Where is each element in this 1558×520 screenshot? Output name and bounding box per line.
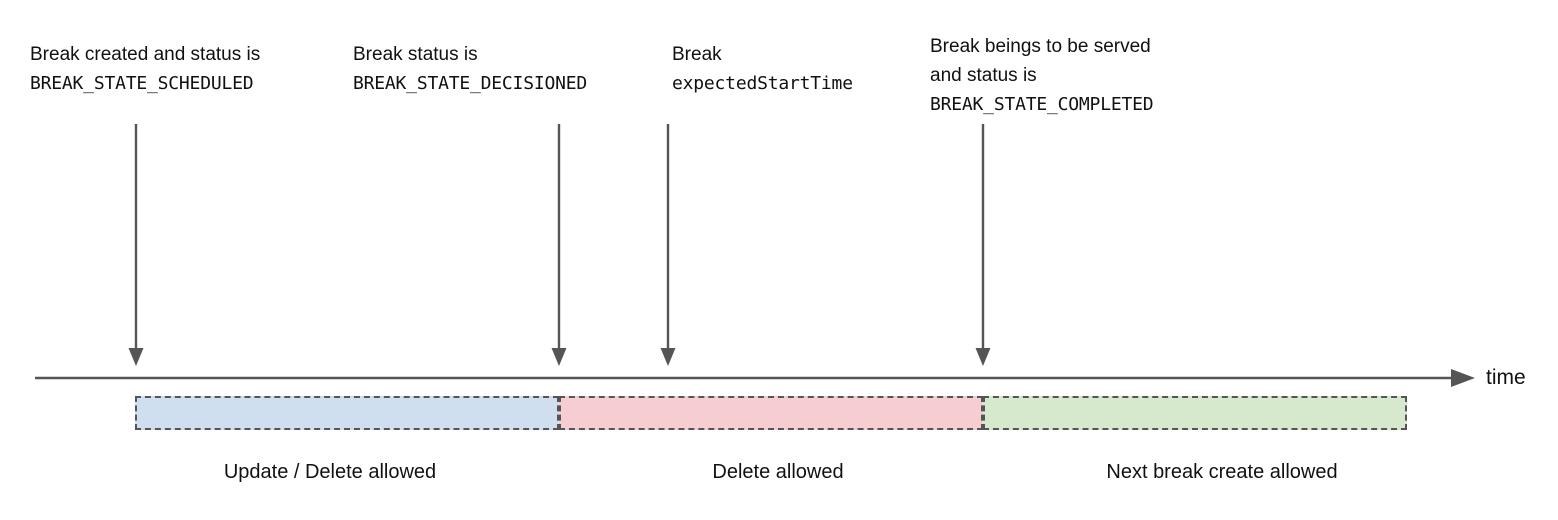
annotation-line-code: BREAK_STATE_COMPLETED — [930, 94, 1154, 115]
phase-bar-next-break-create-allowed — [983, 396, 1407, 430]
phase-bar-update-delete-allowed — [135, 396, 559, 430]
annotation-line: Break beings to be served — [930, 36, 1151, 57]
annotation-line: and status is — [930, 65, 1037, 86]
phase-bar-delete-allowed — [559, 396, 983, 430]
annotation-expected-start-time: Break expectedStartTime — [672, 40, 853, 98]
pointer-arrow-scheduled — [127, 124, 145, 366]
annotation-decisioned: Break status is BREAK_STATE_DECISIONED — [353, 40, 587, 98]
phase-caption-delete-allowed: Delete allowed — [712, 461, 844, 483]
annotation-line-code: BREAK_STATE_DECISIONED — [353, 73, 588, 94]
annotation-scheduled: Break created and status is BREAK_STATE_… — [30, 40, 260, 98]
pointer-arrow-decisioned — [550, 124, 568, 366]
time-axis-label: time — [1486, 366, 1526, 389]
annotation-line: Break created and status is — [30, 44, 261, 65]
phase-caption-update-delete-allowed: Update / Delete allowed — [223, 461, 437, 483]
annotation-line-code: expectedStartTime — [672, 73, 853, 94]
pointer-arrow-expected-start-time — [659, 124, 677, 366]
annotation-line-code: BREAK_STATE_SCHEDULED — [30, 73, 254, 94]
pointer-arrow-completed — [974, 124, 992, 366]
annotation-completed: Break beings to be served and status is … — [930, 32, 1154, 119]
time-axis — [35, 368, 1475, 390]
annotation-line: Break status is — [353, 44, 478, 65]
phase-caption-next-break-create-allowed: Next break create allowed — [1106, 461, 1338, 483]
annotation-line: Break — [672, 44, 722, 65]
